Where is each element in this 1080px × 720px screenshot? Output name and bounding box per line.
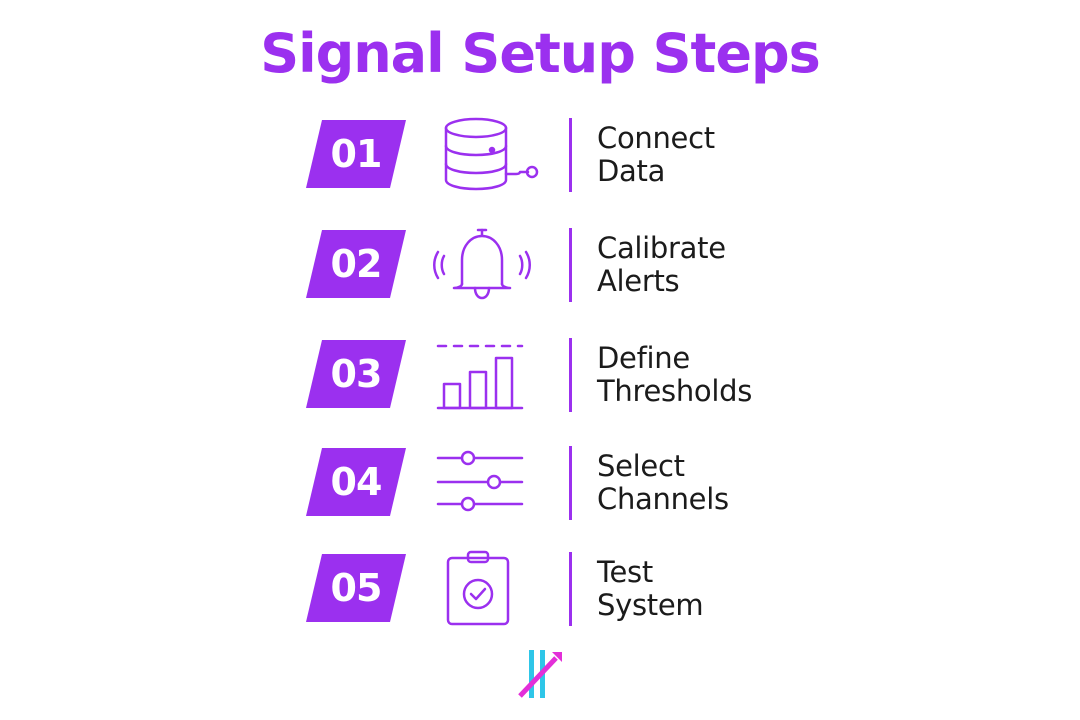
step-number-badge: 04 <box>306 448 406 516</box>
step-label-line2: Channels <box>597 482 729 516</box>
step-1: 01 Connect Data <box>0 116 1080 196</box>
step-3: 03 Define Thresholds <box>0 336 1080 416</box>
step-number-badge: 02 <box>306 230 406 298</box>
badge-shape <box>306 120 406 188</box>
step-label-line2: System <box>597 588 704 622</box>
step-label-line1: Calibrate <box>597 231 726 265</box>
step-5: 05 Test System <box>0 550 1080 630</box>
step-number: 01 <box>330 132 383 176</box>
step-label: Test System <box>597 556 897 622</box>
database-icon <box>432 116 539 196</box>
step-4: 04 Select Channels <box>0 444 1080 524</box>
logo-mark <box>518 650 562 698</box>
badge-shape <box>306 340 406 408</box>
step-label-line2: Data <box>597 154 666 188</box>
step-label-line2: Alerts <box>597 264 680 298</box>
step-number-badge: 01 <box>306 120 406 188</box>
divider <box>569 118 572 192</box>
step-number: 03 <box>330 352 383 396</box>
divider <box>569 552 572 626</box>
step-label: Select Channels <box>597 450 897 516</box>
bell-icon <box>432 226 532 306</box>
divider <box>569 338 572 412</box>
step-number: 04 <box>330 460 383 504</box>
step-number: 05 <box>330 566 383 610</box>
step-label-line2: Thresholds <box>597 374 753 408</box>
step-number: 02 <box>330 242 383 286</box>
clipboard-check-icon <box>432 550 532 630</box>
badge-shape <box>306 554 406 622</box>
sliders-icon <box>432 444 532 524</box>
brand-logo <box>516 648 566 700</box>
page-title: Signal Setup Steps <box>260 22 821 85</box>
step-label: Connect Data <box>597 122 897 188</box>
step-2: 02 Calibrate Alerts <box>0 226 1080 306</box>
step-label-line1: Define <box>597 341 690 375</box>
step-label-line1: Test <box>597 555 653 589</box>
step-number-badge: 03 <box>306 340 406 408</box>
bar-chart-icon <box>432 336 532 416</box>
badge-shape <box>306 448 406 516</box>
badge-shape <box>306 230 406 298</box>
step-label-line1: Select <box>597 449 685 483</box>
divider <box>569 446 572 520</box>
step-number-badge: 05 <box>306 554 406 622</box>
divider <box>569 228 572 302</box>
step-label: Calibrate Alerts <box>597 232 897 298</box>
step-label-line1: Connect <box>597 121 715 155</box>
step-label: Define Thresholds <box>597 342 897 408</box>
